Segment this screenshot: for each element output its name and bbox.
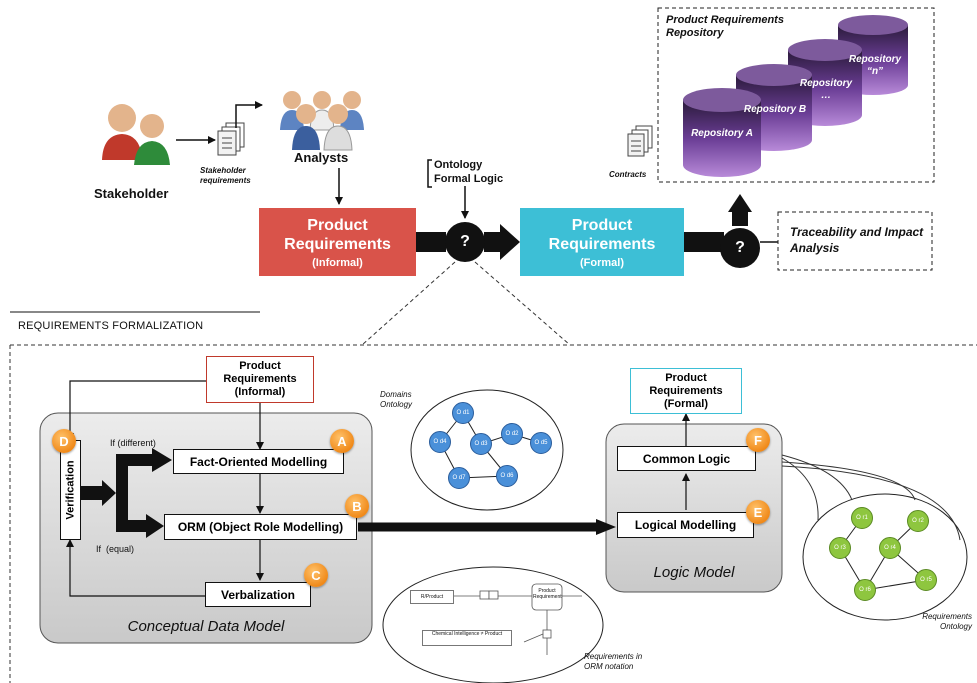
requirements-ontology-node: O r2 xyxy=(907,510,929,532)
domains-ontology-node: O d5 xyxy=(530,432,552,454)
domains-ontology-node: O d2 xyxy=(501,423,523,445)
informal-box-subtitle: (Informal) xyxy=(312,256,363,269)
arrow-docs-analysts xyxy=(235,101,263,128)
requirements-ontology-node: O r4 xyxy=(879,537,901,559)
traceability-label: Traceability and Impact Analysis xyxy=(790,225,924,255)
orm-box: ORM (Object Role Modelling) xyxy=(164,514,357,540)
verification-out-body xyxy=(81,486,103,500)
badge-d: D xyxy=(52,429,76,453)
orm-entity-a: R/Product xyxy=(410,590,454,604)
requirements-ontology-node: O r3 xyxy=(829,537,851,559)
formal-box-title: Product Requirements xyxy=(548,216,656,253)
verification-box: Verification xyxy=(60,440,81,540)
repository-title: Product Requirements Repository xyxy=(666,14,784,39)
informal-box-title: Product Requirements xyxy=(284,216,391,253)
repository-cylinders xyxy=(683,15,908,177)
orm-constraint-text: Chemical Intelligence ≠ Product xyxy=(422,630,512,646)
badge-e: E xyxy=(746,500,770,524)
requirements-ontology-node: O r5 xyxy=(915,569,937,591)
verbalization-box: Verbalization xyxy=(205,582,311,607)
domains-ontology-label: Domains Ontology xyxy=(380,390,413,409)
contracts-label: Contracts xyxy=(609,170,647,179)
repository-n-label: Repository “n” xyxy=(848,54,902,77)
logic-to-ontology-connectors xyxy=(781,454,961,541)
domains-ontology-node: O d6 xyxy=(496,465,518,487)
formal-box-subtitle: (Formal) xyxy=(580,256,624,269)
branch-to-fact-body xyxy=(116,454,154,466)
flow-arrow-up-head xyxy=(728,194,752,212)
zoom-line-right xyxy=(474,261,571,346)
flow-arrow-to-formal-head xyxy=(500,224,520,260)
orm-notation-sketch xyxy=(454,583,582,655)
domains-ontology-node: O d1 xyxy=(452,402,474,424)
document-stack-icon xyxy=(217,122,245,156)
requirements-ontology-node: O r6 xyxy=(854,579,876,601)
ontology-bracket xyxy=(427,159,432,188)
verification-out-head xyxy=(102,480,116,506)
branch-connector xyxy=(116,454,128,532)
requirements-ontology-node: O r1 xyxy=(851,507,873,529)
fact-oriented-box: Fact-Oriented Modelling xyxy=(173,449,344,474)
branch-to-fact-head xyxy=(152,448,172,472)
contracts-document-icon xyxy=(627,125,653,157)
domains-ontology-node: O d4 xyxy=(429,431,451,453)
orm-entity-b: Product Requirement xyxy=(533,588,562,600)
formalization-header: REQUIREMENTS FORMALIZATION xyxy=(18,320,204,332)
common-logic-box: Common Logic xyxy=(617,446,756,471)
formal-output-box: Product Requirements (Formal) xyxy=(630,368,742,414)
traceability-box xyxy=(777,211,933,271)
logic-model-caption: Logic Model xyxy=(653,564,735,581)
decision-node-formalization: ? xyxy=(445,222,485,262)
orm-notation-ellipse xyxy=(382,566,604,683)
analysts-icon xyxy=(280,91,364,151)
badge-b: B xyxy=(345,494,369,518)
flow-arrow-to-formal-body xyxy=(484,232,502,252)
formal-requirements-box: Product Requirements (Formal) xyxy=(520,208,684,276)
badge-f: F xyxy=(746,428,770,452)
stakeholder-label: Stakeholder xyxy=(94,186,169,201)
flow-arrow-up-body xyxy=(732,212,748,226)
branch-to-orm-head xyxy=(146,514,164,538)
informal-requirements-box: Product Requirements (Informal) xyxy=(259,208,416,276)
repository-b-label: Repository B xyxy=(743,104,807,115)
decision-node-traceability: ? xyxy=(720,228,760,268)
requirements-ontology-label: Requirements Ontology xyxy=(922,612,972,631)
analysts-label: Analysts xyxy=(294,150,349,165)
if-equal-label: If (equal) xyxy=(96,544,135,554)
stakeholder-requirements-label: Stakeholder requirements xyxy=(200,166,251,185)
arrow-orm-logical-head xyxy=(596,519,616,535)
flow-arrow-informal-body xyxy=(416,232,446,252)
stakeholder-icon xyxy=(102,104,170,165)
domains-ontology-node: O d7 xyxy=(448,467,470,489)
badge-c: C xyxy=(304,563,328,587)
repository-container xyxy=(657,7,935,183)
informal-input-box: Product Requirements (Informal) xyxy=(206,356,314,403)
arrow-input-verification xyxy=(66,380,206,441)
domains-ontology-node: O d3 xyxy=(470,433,492,455)
if-different-label: If (different) xyxy=(110,438,156,448)
arrow-verbalization-verification xyxy=(66,539,205,597)
badge-a: A xyxy=(330,429,354,453)
logical-modelling-box: Logical Modelling xyxy=(617,512,754,538)
ontology-formal-logic-label: Ontology Formal Logic xyxy=(434,159,504,185)
conceptual-model-caption: Conceptual Data Model xyxy=(127,618,285,635)
repository-a-label: Repository A xyxy=(691,128,753,139)
branch-to-orm-body xyxy=(116,520,148,532)
orm-notation-label: Requirements in ORM notation xyxy=(584,652,643,671)
flow-arrow-formal-body xyxy=(684,232,724,252)
verification-label: Verification xyxy=(64,460,77,520)
repository-ellipsis-label: Repository … xyxy=(799,78,853,101)
